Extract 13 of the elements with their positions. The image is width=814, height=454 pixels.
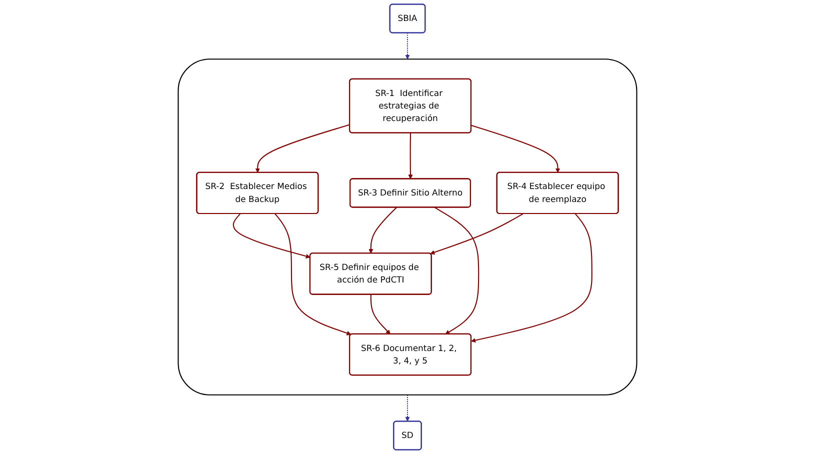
arrow (408, 133, 412, 180)
arrow (470, 213, 592, 343)
arrow (404, 32, 410, 60)
cluster (177, 58, 637, 396)
arrow (430, 213, 523, 255)
arrow (434, 207, 479, 334)
arrow (370, 294, 390, 334)
arrow (232, 213, 310, 258)
arrow (368, 207, 396, 254)
arrow (274, 213, 351, 336)
arrow (404, 394, 410, 422)
arrow (470, 124, 560, 173)
arrow (254, 124, 350, 173)
